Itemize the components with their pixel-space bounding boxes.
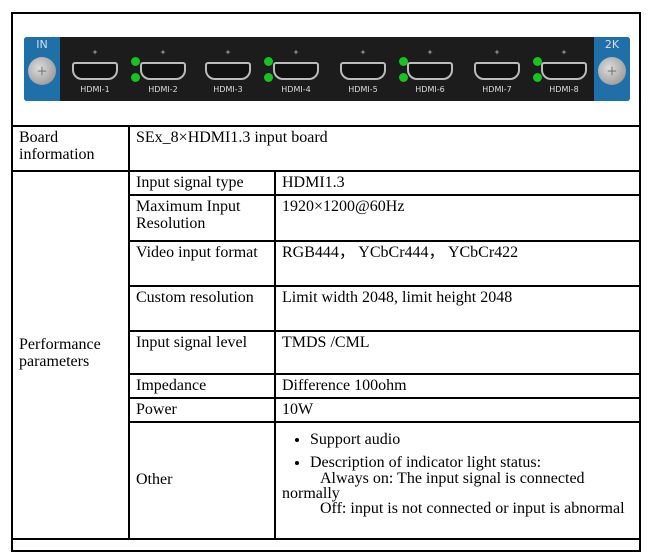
port-label: HDMI-3 [213, 85, 243, 94]
port-arrow-icon: ✦ [426, 48, 434, 57]
port-arrow-icon: ✦ [91, 48, 99, 57]
param-name: Video input format [128, 240, 274, 285]
board-info-label: Board information [11, 125, 128, 170]
hdmi-port [340, 62, 386, 80]
param-value: Support audio Description of indicator l… [274, 421, 641, 538]
port-arrow-icon: ✦ [560, 48, 568, 57]
port-arrow-icon: ✦ [159, 48, 167, 57]
port-arrow-icon: ✦ [292, 48, 300, 57]
hdmi-port [72, 62, 118, 80]
port-arrow-icon: ✦ [359, 48, 367, 57]
other-list: Support audio Description of indicator l… [282, 431, 635, 471]
port-label: HDMI-6 [415, 85, 445, 94]
param-name-text: Video input format [136, 244, 258, 261]
port-label: HDMI-7 [482, 85, 512, 94]
port-label: HDMI-4 [281, 85, 311, 94]
led-indicator [533, 73, 542, 82]
port-label: HDMI-2 [148, 85, 178, 94]
param-name: Other [128, 421, 274, 538]
param-name: Custom resolution [128, 285, 274, 330]
param-value: Limit width 2048, limit height 2048 [274, 285, 641, 330]
right-bracket: 2K + [594, 37, 630, 101]
next-row [11, 538, 641, 548]
hdmi-port [205, 62, 251, 80]
param-name: Input signal level [128, 330, 274, 373]
left-bracket: IN + [24, 37, 60, 101]
screw-icon: + [28, 57, 56, 85]
led-indicator [264, 73, 273, 82]
param-value: RGB444， YCbCr444， YCbCr422 [274, 240, 641, 285]
param-name: Power [128, 397, 274, 421]
param-name-text: Input signal level [136, 334, 248, 351]
bullet-text: Description of indicator light status: [310, 454, 542, 471]
bullet-item: Description of indicator light status: [310, 454, 635, 471]
param-name-text: Maximum Input Resolution [136, 198, 241, 232]
hdmi-port [407, 62, 453, 80]
status-line: Off: input is not connected or input is … [320, 500, 625, 517]
board-info-value: SEx_8×HDMI1.3 input board [128, 125, 641, 170]
hdmi-port [474, 62, 520, 80]
port-label: HDMI-1 [80, 85, 110, 94]
performance-label: Performance parameters [11, 170, 128, 538]
board-image: IN + 2K + ✦ HDMI-1 ✦ HDMI-2 ✦ HDMI-3 ✦ HDMI… [24, 37, 630, 101]
param-name: Maximum Input Resolution [128, 194, 274, 240]
led-indicator [264, 57, 273, 66]
led-indicator [533, 57, 542, 66]
param-name: Impedance [128, 373, 274, 397]
param-name-text: Input signal type [136, 174, 244, 191]
param-value: Difference 100ohm [274, 373, 641, 397]
param-value: HDMI1.3 [274, 170, 641, 194]
port-label: HDMI-8 [549, 85, 579, 94]
bullet-item: Support audio [310, 431, 635, 448]
in-label: IN [36, 38, 48, 51]
led-indicator [131, 57, 140, 66]
hdmi-port [541, 62, 587, 80]
param-name: Input signal type [128, 170, 274, 194]
port-label: HDMI-5 [348, 85, 378, 94]
2k-label: 2K [604, 38, 620, 51]
param-value: 1920×1200@60Hz [274, 194, 641, 240]
param-value: TMDS /CML [274, 330, 641, 373]
port-arrow-icon: ✦ [493, 48, 501, 57]
led-indicator [399, 57, 408, 66]
led-indicator [131, 73, 140, 82]
screw-icon: + [598, 57, 626, 85]
param-name-text: Power [136, 401, 177, 418]
param-name-text: Custom resolution [136, 289, 254, 306]
status-line: Always on: The input signal is connected… [282, 470, 585, 502]
param-value: 10W [274, 397, 641, 421]
led-indicator [399, 73, 408, 82]
port-arrow-icon: ✦ [224, 48, 232, 57]
hdmi-port [140, 62, 186, 80]
param-name-text: Other [136, 471, 173, 488]
param-name-text: Impedance [136, 377, 207, 394]
hdmi-port [273, 62, 319, 80]
